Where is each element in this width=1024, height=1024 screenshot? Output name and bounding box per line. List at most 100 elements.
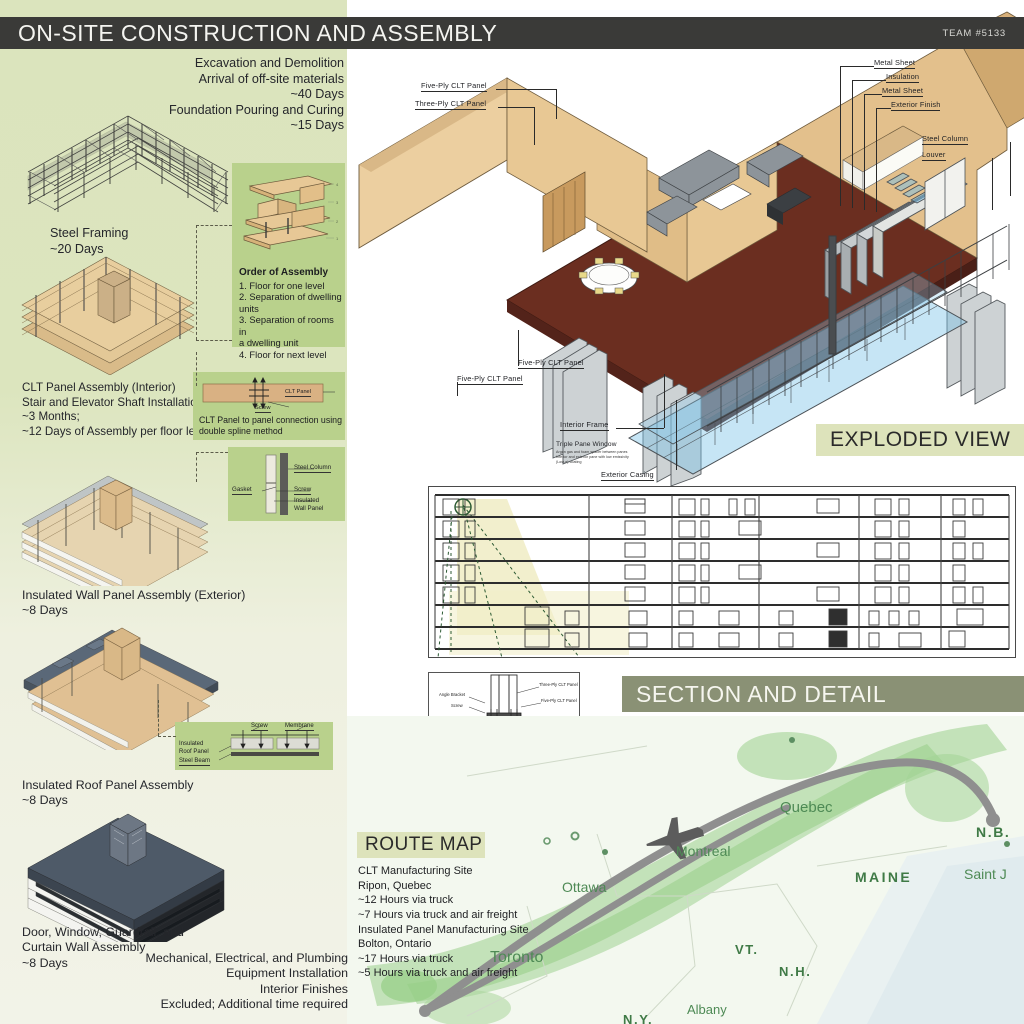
anno-five-ply-clt-panel-3: Five-Ply CLT Panel [457,374,523,385]
anno-exterior-finish: Exterior Finish [891,100,941,111]
leader-7h [864,94,882,95]
phase-4-text: Insulated Wall Panel Assembly (Exterior)… [22,588,246,618]
leader-9 [1010,142,1011,196]
steel-framing-isometric [27,115,229,213]
exploded-view-banner-label: EXPLODED VIEW [830,428,1011,451]
dash-connector-3 [196,452,197,482]
anno-five-ply-clt-panel-1: Five-Ply CLT Panel [421,81,487,92]
wall-panel-connection-callout: Steel Column Gasket Screw Insulated Wall… [228,447,345,521]
building-section-drawing [428,486,1016,658]
order-of-assembly-diagram: 43 21 [243,175,339,250]
map-label-montreal: Montreal [676,843,731,859]
route-map-banner: ROUTE MAP [357,832,485,858]
svg-text:3: 3 [336,200,339,205]
team-number-badge: TEAM #5133 [942,27,1006,39]
svg-text:Five-Ply CLT Panel: Five-Ply CLT Panel [541,698,577,703]
leader-2 [498,107,534,108]
leader-5 [840,66,841,206]
phase-3-text: CLT Panel Assembly (Interior) Stair and … [22,381,210,438]
svg-text:Angle Bracket: Angle Bracket [439,692,466,697]
triple-pane-window-title: Triple Pane Window [556,441,617,448]
leader-6 [852,80,853,208]
leader-7 [864,94,865,210]
anno-insulation: Insulation [886,72,920,83]
anno-louver: Louver [922,150,946,161]
map-label-nb: N.B. [976,824,1011,840]
map-label-toronto: Toronto [490,949,544,966]
roof-panel-connection-diagram [218,725,320,761]
triple-pane-window-note: Triple Pane Window Argon gas and foam sp… [556,441,668,481]
map-label-nh: N.H. [779,964,812,979]
svg-text:Screw: Screw [451,703,464,708]
leader-11b [664,374,665,428]
anno-metal-sheet-1: Metal Sheet [874,58,916,69]
dash-connector-2 [196,352,197,386]
anno-interior-frame: Interior Frame [560,420,609,431]
clt-structure-isometric [21,475,209,586]
section-detail-banner: SECTION AND DETAIL [622,676,1024,712]
excluded-scope-text: Mechanical, Electrical, and Plumbing Equ… [145,951,348,1012]
order-of-assembly-title: Order of Assembly [239,267,329,278]
map-label-saint-john: Saint J [964,866,1007,882]
roof-panel-isometric [23,627,219,750]
route-map-svg [347,716,1024,1024]
exploded-view-banner: EXPLODED VIEW [816,424,1024,456]
finished-building-isometric [27,813,225,942]
section-svg [429,487,1015,657]
dash-connector-1h2 [196,340,232,341]
clt-interior-isometric [21,256,195,375]
leader-8h [876,108,891,109]
dash-connector-1 [196,225,197,340]
wall-screw-label: Screw [294,486,312,495]
wall-panel-connection-diagram [261,453,314,515]
leader-1b [556,89,557,119]
dash-connector-1h [196,225,232,226]
phase-5-text: Insulated Roof Panel Assembly ~8 Days [22,778,194,808]
clt-panel-connection-diagram [202,376,335,410]
anno-metal-sheet-2: Metal Sheet [882,86,924,97]
leader-6h [852,80,886,81]
map-label-albany: Albany [687,1002,727,1017]
leader-2b [534,107,535,145]
map-label-ottawa: Ottawa [562,879,607,895]
route-map-text: CLT Manufacturing Site Ripon, Quebec ~12… [358,865,529,980]
section-detail-banner-label: SECTION AND DETAIL [636,680,887,707]
triple-pane-window-body: Argon gas and foam spacer between panes … [556,450,629,465]
steel-beam-label: Steel Beam [179,758,211,767]
gasket-label: Gasket [232,486,252,495]
map-label-ny: N.Y. [623,1012,654,1024]
clt-panel-label: CLT Panel [285,389,311,397]
phase-2-text: Steel Framing ~20 Days [50,226,129,256]
insulated-wall-panel-label: Insulated Wall Panel [294,497,324,513]
anno-three-ply-clt-panel: Three-Ply CLT Panel [415,99,487,110]
svg-text:Three-Ply CLT Panel: Three-Ply CLT Panel [539,682,578,687]
svg-text:2: 2 [336,219,339,224]
route-map [347,716,1024,1024]
leader-8 [876,108,877,212]
anno-steel-column: Steel Column [922,134,969,145]
leader-3 [518,330,519,366]
exploded-view-panel: EXPLODED VIEW [347,0,1024,486]
clt-panel-connection-caption: CLT Panel to panel connection using doub… [199,415,342,436]
dash-connector-3h [196,452,228,453]
leader-5h [840,66,874,67]
airplane-icon [642,814,708,864]
phase-6-text: Door, Window, Guardrail, and Curtain Wal… [22,925,184,970]
route-map-banner-label: ROUTE MAP [365,834,483,855]
leader-1 [496,89,556,90]
order-of-assembly-steps: 1. Floor for one level 2. Separation of … [239,280,342,360]
svg-text:1: 1 [336,236,339,241]
board-header: ON-SITE CONSTRUCTION AND ASSEMBLY TEAM #… [0,17,1024,49]
anno-five-ply-clt-panel-2: Five-Ply CLT Panel [518,358,584,369]
roof-membrane-label: Membrane [285,723,314,732]
map-label-quebec: Quebec [780,799,833,816]
anno-exterior-casing: Exterior Casing [601,470,654,481]
steel-column-label: Steel Column [294,464,332,473]
dash-connector-4h [158,736,176,737]
clt-screw-label: Screw [255,405,271,413]
leader-4 [457,382,458,396]
dash-connector-4 [158,700,159,736]
insulated-roof-panel-label: Insulated Roof Panel [179,741,209,756]
